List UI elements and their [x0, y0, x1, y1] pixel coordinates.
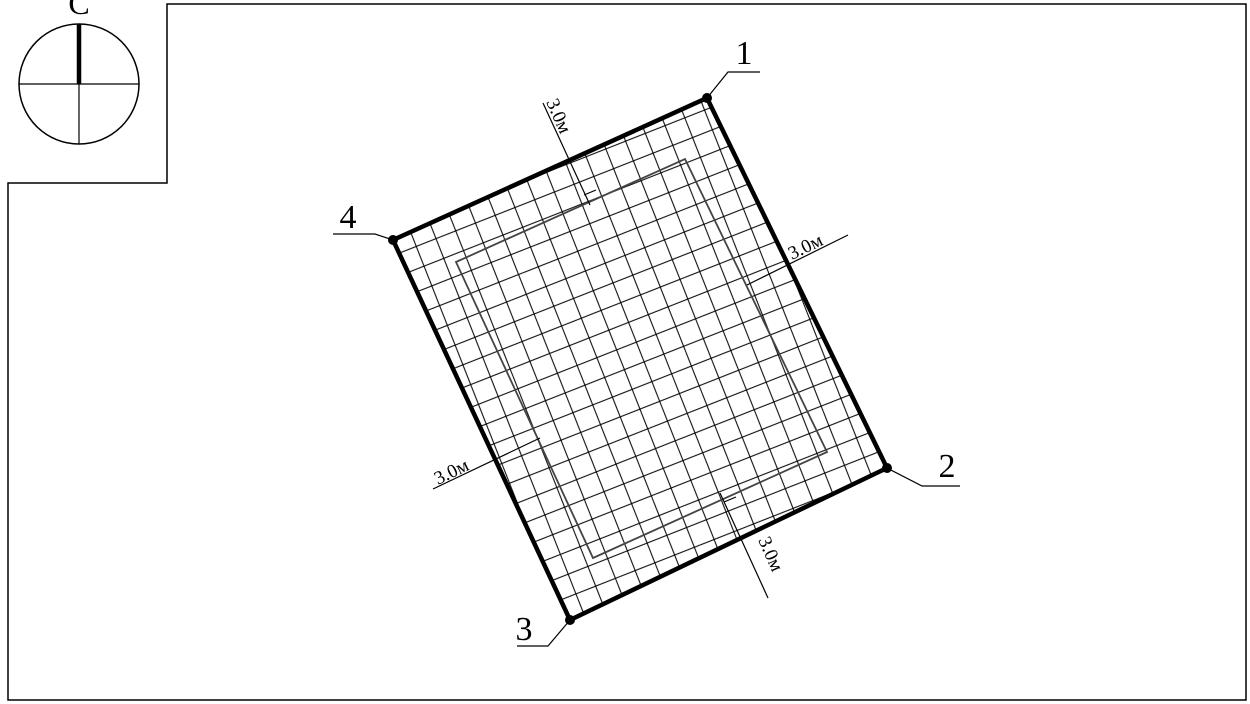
compass-north-label: С: [68, 0, 89, 21]
plot-boundary: [389, 95, 891, 624]
setback-leader-left: [432, 437, 541, 490]
corner-leaders: 1 2 3 4: [333, 35, 960, 648]
corner-leader-2: [886, 467, 960, 487]
corner-leader-4: [333, 233, 394, 241]
north-compass: С: [18, 0, 140, 145]
buildable-area-outline: [454, 157, 829, 560]
setback-label-left: 3.0м: [431, 455, 472, 490]
corner-leader-1: [706, 71, 760, 99]
corner-label-3: 3: [516, 611, 533, 648]
sheet-frame: [7, 3, 1247, 701]
setback-label-bottom: 3.0м: [753, 533, 787, 574]
corner-label-1: 1: [736, 35, 753, 72]
setback-tick-top: [583, 189, 597, 196]
setback-leader-bottom: [719, 492, 769, 599]
corner-label-4: 4: [340, 199, 357, 236]
setback-label-top: 3.0м: [541, 95, 575, 136]
corner-leader-3: [517, 619, 571, 647]
setback-tick-bottom: [723, 496, 737, 503]
setback-leader-right: [746, 234, 849, 286]
setback-leader-top: [542, 102, 591, 206]
setback-label-right: 3.0м: [785, 230, 826, 265]
corner-label-2: 2: [939, 448, 956, 485]
